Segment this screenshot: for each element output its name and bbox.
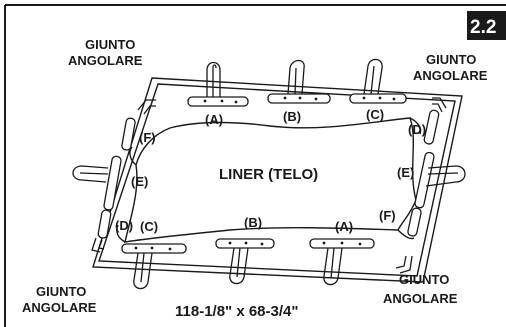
part-label-left-e: (E) bbox=[131, 174, 148, 189]
part-label-top-a: (A) bbox=[205, 112, 223, 127]
liner-label: LINER (TELO) bbox=[219, 166, 318, 183]
part-label-top-b: (B) bbox=[283, 109, 301, 124]
step-badge: 2.2 bbox=[467, 11, 506, 40]
dimensions-label: 118-1/8" x 68-3/4" bbox=[175, 303, 298, 320]
rail-left-e bbox=[72, 155, 122, 211]
corner-joint-bottom-right bbox=[395, 255, 413, 274]
rail-left-d bbox=[97, 209, 112, 239]
corner-label-bottom-right-line1: GIUNTO bbox=[399, 272, 449, 287]
rail-top-a bbox=[187, 61, 249, 107]
liner-fold-right bbox=[397, 117, 422, 240]
corner-label-top-right-line1: GIUNTO bbox=[426, 52, 476, 67]
corner-label-bottom-left-line1: GIUNTO bbox=[36, 284, 86, 299]
part-label-bottom-b: (B) bbox=[244, 215, 262, 230]
part-label-left-d: (D) bbox=[115, 218, 133, 233]
corner-joint-bottom-left bbox=[91, 237, 105, 253]
corner-joint-top-right bbox=[432, 97, 447, 113]
liner-fold-left bbox=[116, 146, 137, 243]
step-number: 2.2 bbox=[470, 17, 496, 38]
corner-label-top-left-line1: GIUNTO bbox=[85, 37, 135, 52]
rail-right-e bbox=[414, 151, 466, 209]
part-label-right-f: (F) bbox=[379, 208, 396, 223]
rail-top-b bbox=[267, 59, 331, 104]
rail-bottom-c bbox=[121, 243, 187, 290]
part-label-top-c: (C) bbox=[366, 107, 384, 122]
part-label-bottom-a: (A) bbox=[335, 219, 353, 234]
rail-right-d bbox=[423, 109, 440, 145]
corner-label-bottom-right-line2: ANGOLARE bbox=[383, 291, 458, 306]
rail-bottom-b bbox=[215, 238, 275, 285]
part-label-bottom-c: (C) bbox=[140, 219, 158, 234]
part-label-right-e: (E) bbox=[397, 165, 414, 180]
rail-left-f bbox=[121, 117, 136, 151]
rail-top-c bbox=[349, 58, 407, 104]
part-label-left-f: (F) bbox=[139, 130, 156, 145]
corner-label-bottom-left-line2: ANGOLARE bbox=[22, 300, 97, 315]
corner-label-top-left-line2: ANGOLARE bbox=[68, 53, 143, 68]
rail-right-f bbox=[407, 207, 422, 237]
corner-joint-top-left bbox=[137, 99, 156, 115]
part-label-right-d: (D) bbox=[408, 122, 426, 137]
rail-bottom-a bbox=[309, 238, 375, 286]
corner-label-top-right-line2: ANGOLARE bbox=[413, 68, 488, 83]
